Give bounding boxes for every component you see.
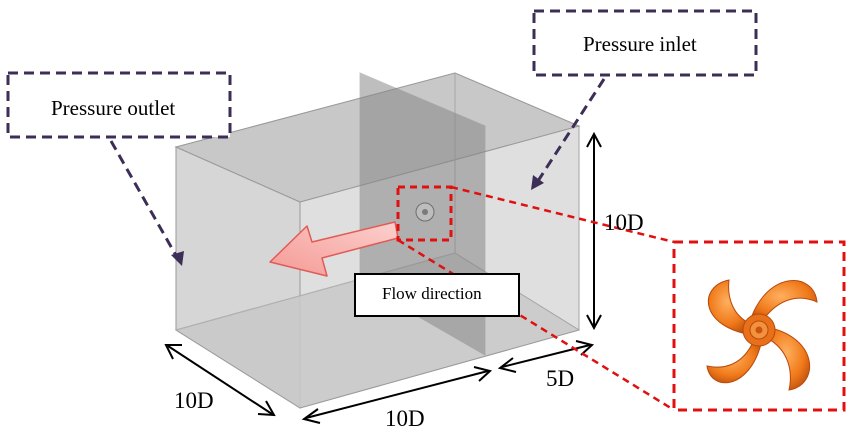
pressure-inlet-label: Pressure inlet [583,32,697,56]
turbine-impeller-icon [706,279,818,391]
flow-arrow-icon [269,221,399,277]
box-top-face [174,72,581,203]
dimension-length-downstream [301,366,493,424]
length-downstream-label: 10D [385,406,425,431]
length-upstream-label: 5D [546,366,575,391]
pressure-outlet-label: Pressure outlet [51,96,176,120]
height-dimension-label: 10D [604,210,644,235]
dimension-height [586,131,602,331]
zoom-source-box [396,185,453,242]
pressure-inlet-callout [531,9,758,190]
dimension-depth [164,344,276,417]
flow-direction-label: Flow direction [382,284,482,303]
pressure-outlet-callout [6,71,232,266]
flow-direction-label-box [354,273,520,317]
depth-dimension-label: 10D [174,388,214,413]
